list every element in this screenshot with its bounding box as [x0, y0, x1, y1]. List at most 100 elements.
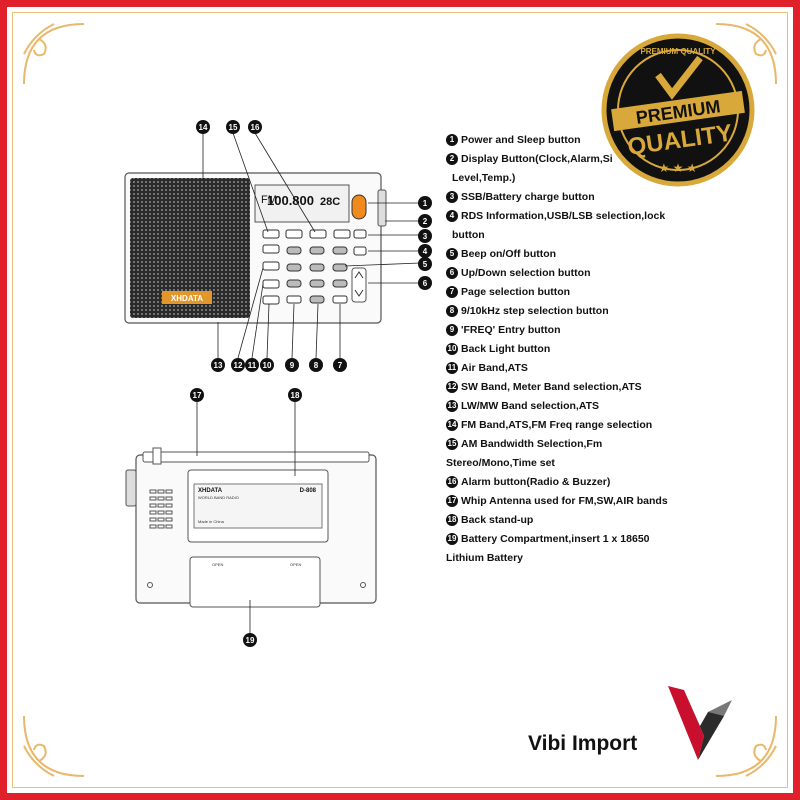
battery-compartment[interactable] — [189, 556, 321, 608]
lcd-temperature: 28C — [320, 196, 340, 208]
callout-label: 4 — [423, 247, 428, 256]
screw — [147, 582, 153, 588]
legend-number: 8 — [446, 305, 458, 317]
callout-label: 17 — [193, 391, 202, 400]
rating-label — [193, 483, 323, 529]
checkmark-icon — [655, 55, 703, 100]
keypad-key[interactable] — [286, 263, 302, 272]
keypad-key[interactable] — [309, 246, 325, 255]
callout-label: 13 — [214, 361, 223, 370]
light-button[interactable] — [262, 295, 280, 305]
legend-text: Power and Sleep button — [461, 134, 581, 146]
am-button[interactable] — [262, 279, 280, 289]
legend-text: Back stand-up — [461, 514, 534, 526]
rds-button[interactable] — [353, 246, 367, 256]
lcd-band: FM — [261, 194, 277, 206]
legend-item: 9'FREQ' Entry button — [446, 321, 776, 340]
legend-number: 19 — [446, 533, 458, 545]
screw — [360, 582, 366, 588]
legend-text: Up/Down selection button — [461, 267, 591, 279]
corner-ornament-bottom-left — [23, 715, 85, 777]
freq-button[interactable] — [286, 295, 302, 304]
antenna-hinge — [152, 447, 162, 465]
brand-logo-icon — [668, 686, 732, 760]
keypad-key[interactable] — [309, 263, 325, 272]
brand-plate-text: XHDATA — [171, 294, 203, 303]
sw-button[interactable] — [262, 261, 280, 271]
legend-text: AM Bandwidth Selection,Fm — [461, 438, 603, 450]
radio-front: XHDATA FM 100.800 28C — [124, 120, 432, 372]
keypad-key[interactable] — [309, 279, 325, 288]
legend-number: 3 — [446, 191, 458, 203]
legend-number: 14 — [446, 419, 458, 431]
numeric-keypad — [286, 246, 348, 304]
legend-continuation: button — [452, 229, 485, 241]
keypad-key[interactable] — [286, 279, 302, 288]
legend-number: 4 — [446, 210, 458, 222]
callout-label: 2 — [423, 217, 428, 226]
keypad-key[interactable] — [332, 263, 348, 272]
keypad-key[interactable] — [332, 246, 348, 255]
display-mode-button[interactable] — [285, 229, 303, 239]
legend-text: FM Band,ATS,FM Freq range selection — [461, 419, 653, 431]
legend-continuation: Level,Temp.) — [452, 172, 516, 184]
legend-text: Back Light button — [461, 343, 551, 355]
callout-label: 15 — [229, 123, 238, 132]
legend-number: 2 — [446, 153, 458, 165]
legend-text: Beep on/Off button — [461, 248, 557, 260]
keypad-key[interactable] — [286, 246, 302, 255]
callout-label: 16 — [251, 123, 260, 132]
ssb-button[interactable] — [353, 229, 367, 239]
callout-label: 3 — [423, 232, 428, 241]
legend-number: 7 — [446, 286, 458, 298]
callout-label: 11 — [248, 361, 257, 370]
whip-antenna[interactable] — [142, 451, 370, 463]
legend-text: RDS Information,USB/LSB selection,lock — [461, 210, 666, 222]
legend-number: 9 — [446, 324, 458, 336]
legend-number: 16 — [446, 476, 458, 488]
page-button[interactable] — [332, 295, 348, 304]
speaker-grille — [130, 178, 250, 318]
chevron-down-icon — [354, 289, 364, 297]
power-button[interactable] — [351, 194, 367, 220]
callout-label: 5 — [423, 260, 428, 269]
legend-number: 12 — [446, 381, 458, 393]
callout-label: 14 — [199, 123, 208, 132]
fm-button[interactable] — [262, 229, 280, 239]
side-knob[interactable] — [125, 469, 137, 507]
legend-number: 5 — [446, 248, 458, 260]
legend-text: SSB/Battery charge button — [461, 191, 595, 203]
back-callouts: 17 18 19 — [190, 388, 302, 647]
keypad-key[interactable] — [309, 295, 325, 304]
legend-text: Battery Compartment,insert 1 x 18650 — [461, 533, 650, 545]
gold-inner-frame — [12, 12, 788, 788]
alarm-button[interactable] — [309, 229, 327, 239]
keypad-key[interactable] — [332, 279, 348, 288]
legend-text: SW Band, Meter Band selection,ATS — [461, 381, 642, 393]
legend-number: 10 — [446, 343, 458, 355]
stars-icon: ★ ★ ★ — [659, 161, 698, 175]
callout-label: 8 — [314, 361, 319, 370]
tuning-knob[interactable] — [377, 189, 387, 227]
lcd-display — [254, 184, 350, 223]
legend-text: 'FREQ' Entry button — [461, 324, 561, 336]
callout-label: 9 — [290, 361, 295, 370]
legend-number: 18 — [446, 514, 458, 526]
brand-plate — [162, 291, 212, 304]
legend-number: 1 — [446, 134, 458, 146]
lwmw-button[interactable] — [262, 244, 280, 254]
display-button[interactable] — [333, 229, 351, 239]
callout-label: 12 — [234, 361, 243, 370]
callout-label: 1 — [423, 199, 428, 208]
label-made-in: Made in China — [198, 519, 225, 524]
vent-slots — [149, 489, 173, 529]
